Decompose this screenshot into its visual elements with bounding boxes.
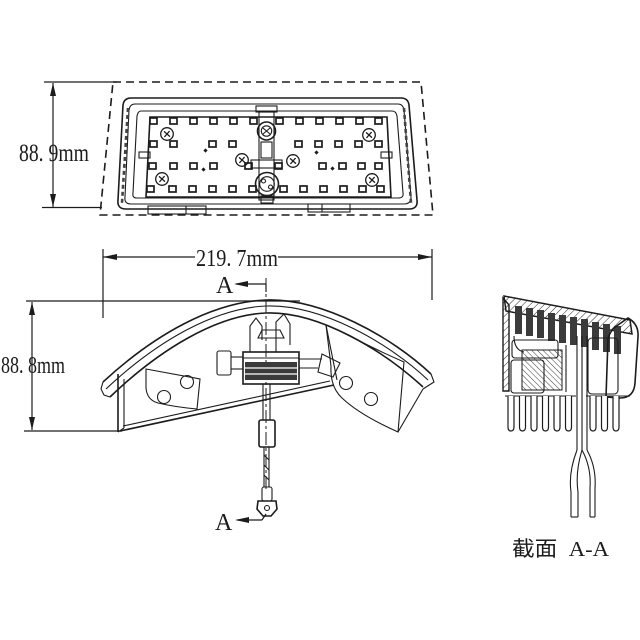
section-view-caption: 截面 A-A <box>512 537 610 561</box>
dimension-219-7: 219. 7mm <box>102 246 433 318</box>
right-edge-serration <box>402 107 413 204</box>
section-inner-details <box>510 335 619 395</box>
lamp-lens-arcs <box>100 299 435 398</box>
panel-tab-right <box>380 151 393 159</box>
connector-assembly <box>216 313 341 385</box>
section-wires <box>569 336 596 518</box>
section-core-hatch <box>521 349 563 391</box>
front-view: 219. 7mm 88. 8mm A <box>1 246 435 536</box>
wire-terminal <box>256 500 278 517</box>
mount-arm-right <box>317 353 341 378</box>
mount-foot-right <box>307 203 351 213</box>
section-arrow-bottom: A <box>215 510 267 536</box>
section-label-a-bottom: A <box>215 510 233 536</box>
housing-body <box>117 324 424 433</box>
section-label-a-top: A <box>216 273 234 299</box>
top-view-height-dimension-label: 88. 9mm <box>19 140 89 167</box>
front-view-width-dimension-label: 219. 7mm <box>196 246 278 272</box>
left-bracket-plate <box>145 368 201 410</box>
right-bracket-plate <box>325 324 405 433</box>
led-panel <box>138 116 393 198</box>
section-lens-hatch <box>503 295 633 335</box>
led-array <box>146 117 385 193</box>
panel-tab-left <box>138 151 151 159</box>
mount-arm-left <box>216 350 232 376</box>
heatsink-fins <box>505 395 630 432</box>
top-view-dashed-outline <box>99 81 434 216</box>
mount-foot-left <box>147 205 207 215</box>
right-bracket-hole <box>363 391 379 407</box>
top-view-housing <box>117 97 418 215</box>
dimension-88-9: 88. 9mm <box>19 81 117 209</box>
front-view-height-dimension-label: 88. 8mm <box>1 353 65 379</box>
section-view: 截面 A-A <box>502 295 639 561</box>
left-bracket-hole <box>156 389 172 405</box>
left-edge-serration <box>120 107 130 204</box>
wire-sleeve <box>258 419 276 448</box>
center-connector-top-view <box>250 105 283 204</box>
left-bracket-hole <box>179 374 195 390</box>
section-arrow-top: A <box>216 273 267 299</box>
power-wire-front <box>256 384 278 517</box>
right-bracket-hole <box>338 375 354 391</box>
top-view: 88. 9mm <box>19 81 434 216</box>
